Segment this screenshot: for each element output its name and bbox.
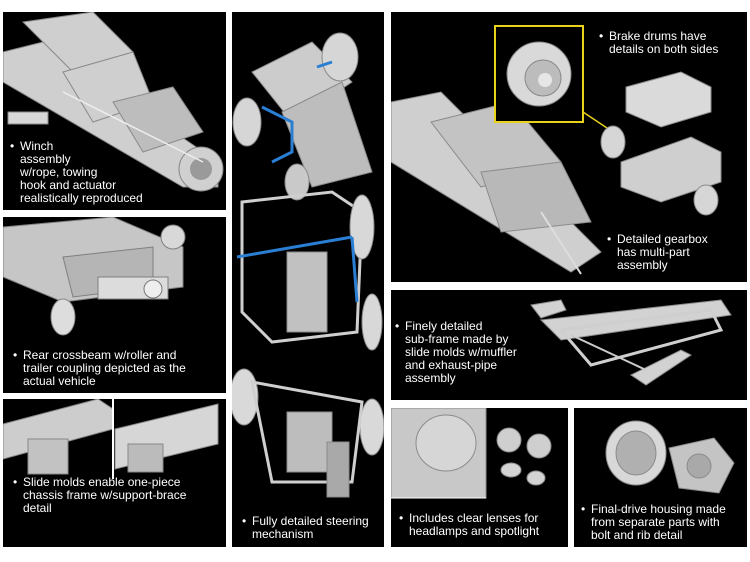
winch-panel: • Winch assembly w/rope, towing hook and… (3, 12, 226, 210)
caption-text: Fully detailed steering mechanism (252, 514, 369, 541)
rear-crossbeam-image (3, 217, 186, 336)
caption-text: Final-drive housing made from separate p… (591, 502, 726, 542)
caption-text: Finely detailed sub-frame made by slide … (405, 319, 517, 385)
caption-text: Slide molds enable one-piece chassis fra… (23, 475, 187, 515)
caption-text: Brake drums have details on both sides (609, 29, 719, 56)
lenses-caption: • Includes clear lenses for headlamps an… (399, 511, 568, 538)
chassis-frame-caption: • Slide molds enable one-piece chassis f… (13, 475, 223, 515)
caption-bullet: • (13, 475, 18, 489)
final-drive-panel: • Final-drive housing made from separate… (574, 408, 747, 547)
brake-gearbox-image (391, 25, 722, 275)
caption-bullet: • (399, 511, 404, 525)
caption-bullet: • (395, 319, 400, 333)
chassis-frame-panel: • Slide molds enable one-piece chassis f… (3, 399, 226, 547)
winch-caption: • Winch assembly w/rope, towing hook and… (10, 139, 220, 205)
chassis-frame-image (3, 399, 219, 479)
caption-text: Detailed gearbox has multi-part assembly (617, 232, 708, 272)
sub-frame-caption: • Finely detailed sub-frame made by slid… (395, 319, 545, 385)
caption-bullet: • (10, 139, 15, 153)
brake-gearbox-panel: • Brake drums have details on both sides… (391, 12, 747, 282)
caption-text: Winch assembly w/rope, towing hook and a… (20, 139, 143, 205)
caption-text: Includes clear lenses for headlamps and … (409, 511, 540, 538)
final-drive-housing-image (605, 420, 735, 494)
brake-drums-caption: • Brake drums have details on both sides (599, 29, 747, 56)
caption-bullet: • (599, 29, 604, 43)
caption-bullet: • (581, 502, 586, 516)
final-drive-caption: • Final-drive housing made from separate… (581, 502, 747, 542)
steering-mechanism-image (232, 32, 384, 498)
caption-bullet: • (242, 514, 247, 528)
caption-bullet: • (607, 232, 612, 246)
rear-crossbeam-caption: • Rear crossbeam w/roller and trailer co… (13, 348, 223, 388)
rear-crossbeam-panel: • Rear crossbeam w/roller and trailer co… (3, 217, 226, 393)
gearbox-caption: • Detailed gearbox has multi-part assemb… (607, 232, 747, 272)
lenses-panel: • Includes clear lenses for headlamps an… (391, 408, 568, 547)
steering-caption: • Fully detailed steering mechanism (242, 514, 384, 541)
winch-assembly-image (3, 12, 224, 192)
steering-panel: • Fully detailed steering mechanism (232, 12, 384, 547)
caption-text: Rear crossbeam w/roller and trailer coup… (23, 348, 186, 388)
sub-frame-image (530, 299, 732, 386)
sub-frame-panel: • Finely detailed sub-frame made by slid… (391, 290, 747, 400)
caption-bullet: • (13, 348, 18, 362)
clear-lenses-image (391, 408, 552, 499)
